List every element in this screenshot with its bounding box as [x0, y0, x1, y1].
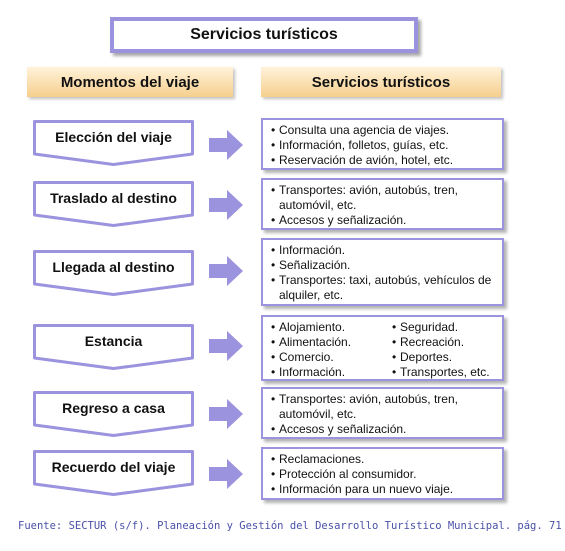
service-item: Información.	[271, 365, 392, 380]
services-column-right: Seguridad. Recreación. Deportes. Transpo…	[392, 320, 496, 380]
services-column-left: Alojamiento. Alimentación. Comercio. Inf…	[271, 320, 392, 380]
services-llegada: Información. Señalización. Transportes: …	[261, 238, 504, 306]
stage-label: Regreso a casa	[62, 400, 165, 416]
services-regreso: Transportes: avión, autobús, tren, autom…	[261, 387, 504, 439]
stage-recuerdo: Recuerdo del viaje	[33, 450, 194, 496]
stage-label: Elección del viaje	[55, 129, 172, 145]
stage-shape	[33, 120, 194, 166]
stage-label: Estancia	[84, 333, 143, 349]
right-arrow-icon	[209, 256, 243, 286]
service-item: Reservación de avión, hotel, etc.	[271, 153, 496, 168]
stage-label: Traslado al destino	[50, 190, 177, 206]
service-item: Señalización.	[271, 258, 496, 273]
services-recuerdo: Reclamaciones. Protección al consumidor.…	[261, 447, 504, 500]
stage-eleccion: Elección del viaje	[33, 120, 194, 166]
right-arrow-icon	[209, 399, 243, 429]
header-momentos: Momentos del viaje	[27, 67, 233, 97]
source-footnote: Fuente: SECTUR (s/f). Planeación y Gesti…	[18, 520, 562, 532]
service-item: Comercio.	[271, 350, 392, 365]
service-item: Transportes: avión, autobús, tren, autom…	[271, 392, 496, 422]
service-item: Transportes: taxi, autobús, vehículos de…	[271, 273, 496, 303]
services-traslado: Transportes: avión, autobús, tren, autom…	[261, 178, 504, 230]
diagram-title: Servicios turísticos	[110, 17, 418, 53]
stage-shape	[33, 391, 194, 437]
service-item: Información, folletos, guías, etc.	[271, 138, 496, 153]
services-eleccion: Consulta una agencia de viajes. Informac…	[261, 118, 504, 170]
stage-estancia: Estancia	[33, 324, 194, 370]
services-estancia: Alojamiento. Alimentación. Comercio. Inf…	[261, 315, 504, 381]
service-item: Accesos y señalización.	[271, 213, 496, 228]
service-item: Alimentación.	[271, 335, 392, 350]
stage-shape	[33, 450, 194, 496]
service-item: Alojamiento.	[271, 320, 392, 335]
right-arrow-icon	[209, 331, 243, 361]
service-item: Consulta una agencia de viajes.	[271, 123, 496, 138]
right-arrow-icon	[209, 130, 243, 160]
service-item: Reclamaciones.	[271, 452, 496, 467]
stage-traslado: Traslado al destino	[33, 181, 194, 227]
header-servicios: Servicios turísticos	[261, 67, 501, 97]
right-arrow-icon	[209, 190, 243, 220]
service-item: Deportes.	[392, 350, 496, 365]
service-item: Recreación.	[392, 335, 496, 350]
right-arrow-icon	[209, 459, 243, 489]
service-item: Seguridad.	[392, 320, 496, 335]
stage-shape	[33, 324, 194, 370]
service-item: Información para un nuevo viaje.	[271, 482, 496, 497]
stage-shape	[33, 250, 194, 296]
service-item: Información.	[271, 243, 496, 258]
stage-label: Recuerdo del viaje	[51, 459, 176, 475]
stage-shape	[33, 181, 194, 227]
stage-regreso: Regreso a casa	[33, 391, 194, 437]
service-item: Transportes: avión, autobús, tren, autom…	[271, 183, 496, 213]
service-item: Protección al consumidor.	[271, 467, 496, 482]
service-item: Transportes, etc.	[392, 365, 496, 380]
service-item: Accesos y señalización.	[271, 422, 496, 437]
stage-label: Llegada al destino	[52, 259, 175, 275]
stage-llegada: Llegada al destino	[33, 250, 194, 296]
